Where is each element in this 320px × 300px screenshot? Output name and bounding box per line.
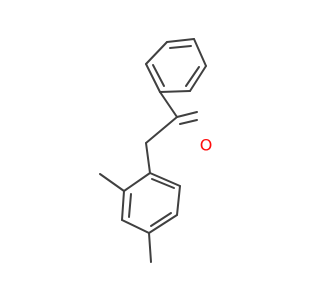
methylene-linker [145,116,178,174]
bond-ring2-2 [121,190,125,221]
bond-ring1-4 [159,90,191,93]
bond-ring2-double-1 [128,193,132,218]
bond-carbonyl-oxygen-2 [179,119,198,125]
bond-ring1-2 [193,38,207,67]
bond-ring1-1 [166,38,195,43]
bond-ring1-to-carbonyl [159,91,178,118]
bond-ring1-6 [145,41,168,65]
bond-ring1-double-3 [152,64,165,87]
molecule-structure: O [99,38,213,263]
bond-ring1-double-2 [185,66,200,87]
bond-ring2-double-3 [151,178,175,189]
bond-ring2-1 [123,172,151,192]
bond-ring1-3 [189,65,207,92]
bond-ring2-4 [148,214,178,234]
oxygen-label: O [200,136,213,155]
dimethylphenyl-ring [121,172,181,234]
phenyl-ring [145,38,207,93]
carbonyl-group: O [159,91,213,155]
bond-ring2-double-2 [150,212,172,227]
methyl-groups [99,173,152,263]
bond-carbonyl-oxygen-1 [176,111,198,118]
bond-para-methyl [148,232,152,263]
bond-ring2-6 [149,172,181,187]
bond-ring2-3 [121,219,150,234]
bond-ring2-5 [176,185,181,216]
bond-ring1-5 [145,63,161,93]
bond-carbonyl-to-ch2 [145,116,178,144]
bond-ch2-to-ring2 [145,142,151,174]
bond-ortho-methyl [99,173,125,192]
molecule-canvas: O [99,38,213,263]
bond-ring1-double-1 [169,45,192,49]
